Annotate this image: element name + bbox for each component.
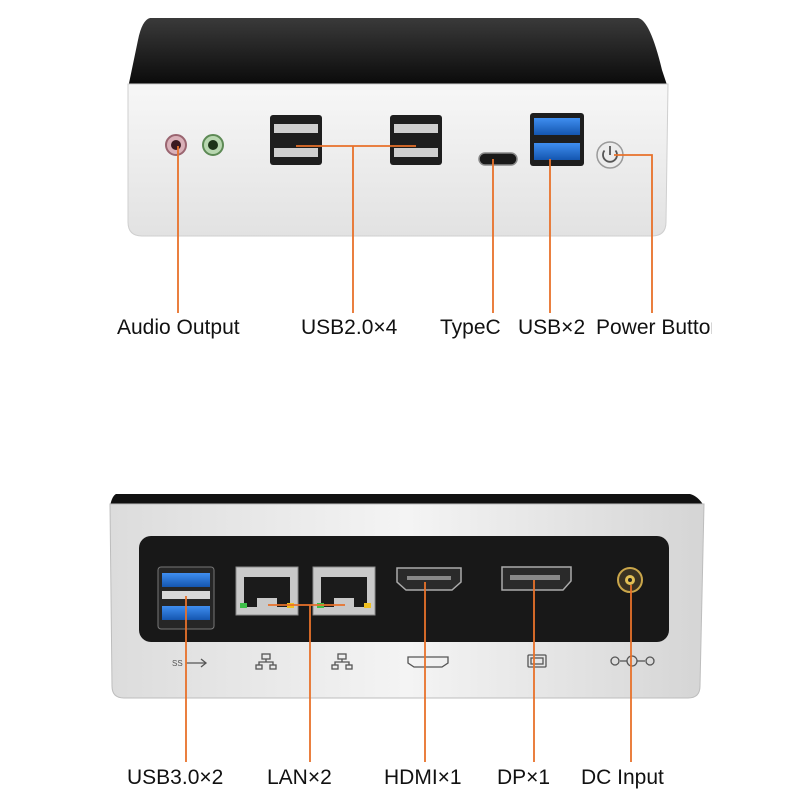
usb3-front-port-icon: [530, 113, 584, 166]
audio-jack-pink-icon: [165, 134, 187, 156]
audio-jack-green-icon: [202, 134, 224, 156]
rear-callout-lines: [185, 580, 632, 762]
front-callout-lines: [177, 145, 653, 313]
rear-port-symbols: SS: [172, 653, 655, 670]
lan-port-icon: [235, 566, 299, 616]
dc-input-port-icon: [617, 567, 643, 593]
lan-port-icon: [312, 566, 376, 616]
usb-x2-label: USB×2: [518, 316, 586, 339]
hdmi-symbol-icon: [407, 656, 449, 668]
hdmi-label: HDMI×1: [384, 766, 462, 789]
usb30-label: USB3.0×2: [127, 766, 224, 789]
dp-label: DP×1: [497, 766, 551, 789]
dc-polarity-symbol-icon: [610, 655, 655, 667]
lan-label: LAN×2: [267, 766, 332, 789]
rear-device: SS: [109, 494, 705, 762]
dc-input-label: DC Input: [581, 766, 664, 789]
rear-top-surface: [110, 494, 704, 506]
displayport-port-icon: [501, 566, 572, 591]
audio-output-label: Audio Output: [117, 316, 240, 339]
displayport-symbol-icon: [527, 654, 547, 668]
typec-label: TypeC: [440, 316, 501, 339]
usb-symbol-icon: SS: [172, 658, 208, 668]
usb20-label: USB2.0×4: [301, 316, 398, 339]
typec-port-icon: [478, 152, 518, 166]
hdmi-port-icon: [396, 567, 462, 591]
power-button-label: Power Button: [596, 317, 712, 338]
front-device: [127, 18, 669, 313]
network-symbol-icon: [331, 653, 353, 670]
usb20-port-icon: [270, 115, 322, 165]
usb20-port-icon: [390, 115, 442, 165]
network-symbol-icon: [255, 653, 277, 670]
svg-text:SS: SS: [172, 659, 183, 668]
front-top-surface: [128, 18, 668, 88]
